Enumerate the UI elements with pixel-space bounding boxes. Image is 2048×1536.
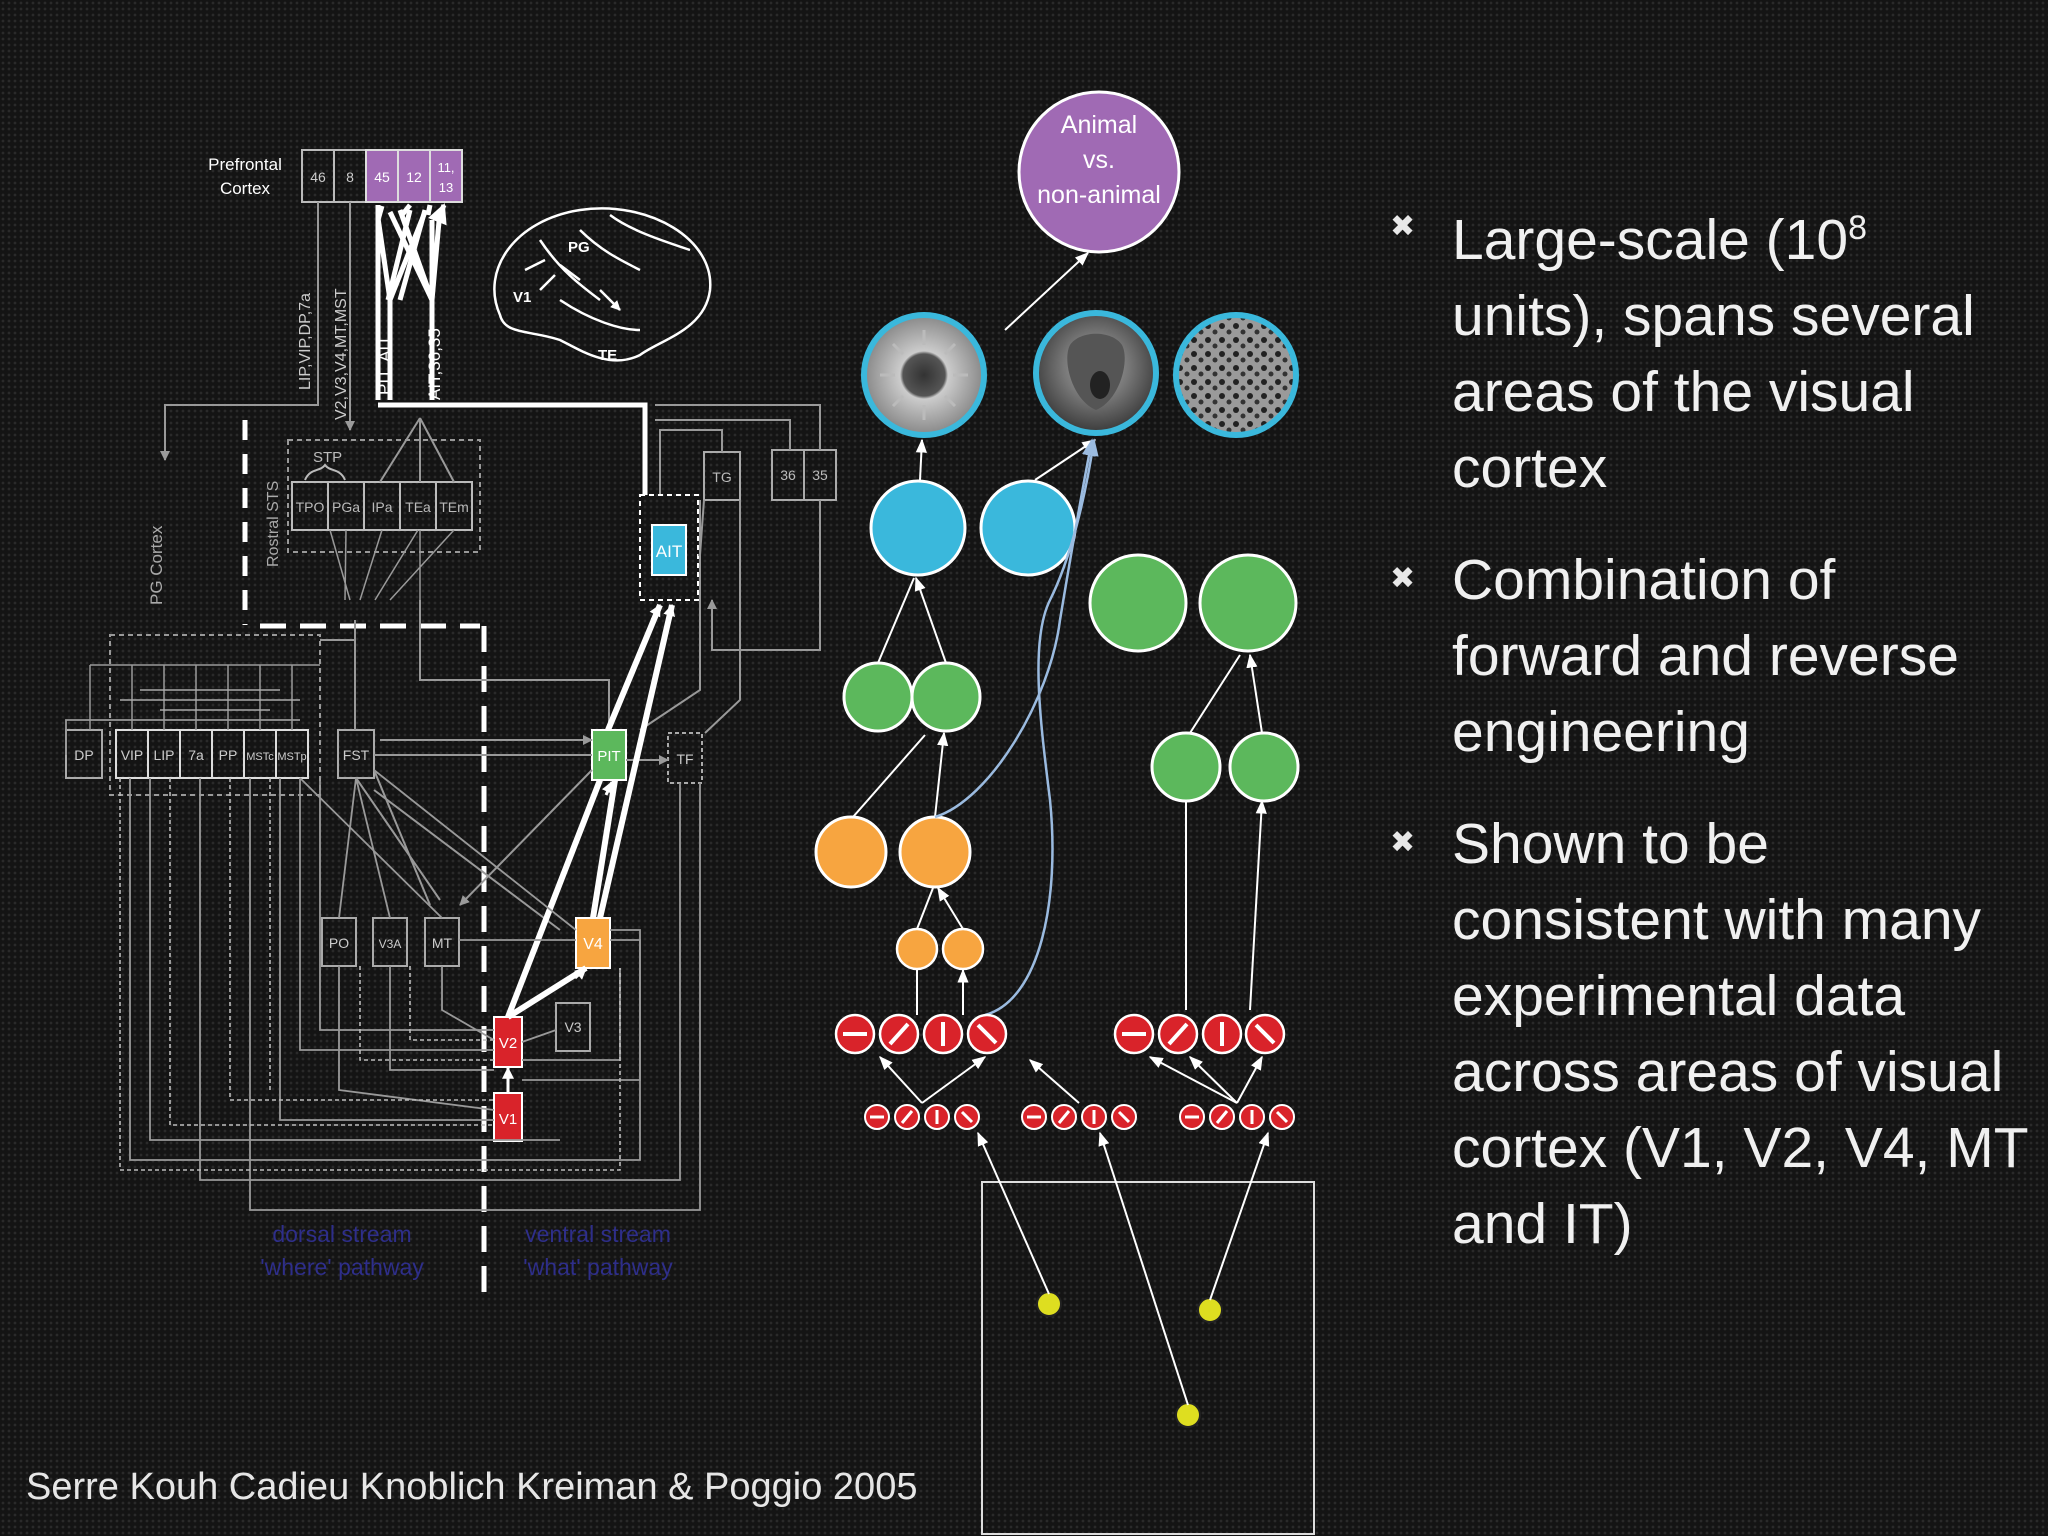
receptive-field-point (1036, 1291, 1062, 1317)
model-unit-orange (898, 815, 972, 889)
v4-label: V4 (583, 936, 603, 953)
bullet-text: Combination of forward and reverse engin… (1452, 548, 1959, 764)
sts-ipa: IPa (371, 499, 392, 515)
v3-area (555, 1002, 591, 1052)
model-unit-green (842, 661, 914, 733)
model-hierarchy: Animal vs. non-animal (814, 90, 1315, 1535)
v2-label: V2 (499, 1035, 517, 1052)
monkey-brain-sketch (493, 207, 712, 362)
tf-label: TF (676, 751, 693, 767)
ait-area[interactable] (651, 524, 687, 576)
ventral-pathway-label: 'what' pathway (523, 1254, 673, 1280)
simple-units-right (1113, 1013, 1286, 1055)
bullet-item: ✖ Combination of forward and reverse eng… (1390, 542, 2030, 770)
pit-area[interactable] (591, 729, 627, 781)
v3a-label: V3A (379, 937, 402, 951)
pit-label: PIT (597, 748, 620, 765)
model-unit-green (1228, 731, 1300, 803)
dorsal-pathway-label: 'where' pathway (260, 1254, 424, 1280)
animal-classifier-node (1017, 90, 1181, 254)
model-unit-orange (941, 927, 985, 971)
rostral-sts-label: Rostral STS (265, 481, 282, 567)
cortex-diagram: Prefrontal Cortex 46 8 45 12 11, 13 LIP,… (65, 149, 837, 1300)
model-unit-blue (869, 479, 967, 577)
ventral-stream-label: ventral stream (525, 1221, 671, 1247)
sts-pga: PGa (332, 499, 360, 515)
pf-area-45-label: 45 (374, 169, 390, 185)
fst-label: FST (343, 747, 370, 763)
bullet-marker-icon: ✖ (1390, 210, 1416, 243)
v2-mst-label: V2,V3,V4,MT,MST (333, 288, 350, 420)
dorsal-7a: 7a (188, 747, 204, 763)
bullet-item: ✖ Shown to be consistent with many exper… (1390, 806, 2030, 1262)
dorsal-lip: LIP (153, 747, 174, 763)
ait-group (639, 494, 699, 601)
dorsal-mstp: MSTp (277, 751, 306, 763)
classifier-label-2: vs. (1083, 146, 1115, 174)
dorsal-mstc: MSTc (246, 751, 274, 763)
cows-input-photo (982, 1182, 1314, 1534)
citation: Serre Kouh Cadieu Knoblich Kreiman & Pog… (26, 1466, 918, 1508)
model-unit-blue (979, 479, 1077, 577)
po-label: PO (329, 935, 349, 951)
bullet-text-after: units), spans several areas of the visua… (1452, 284, 1975, 500)
pf-area-46-label: 46 (310, 169, 326, 185)
pf-area-12-label: 12 (406, 169, 422, 185)
model-unit-green (1198, 553, 1298, 653)
sts-tpo: TPO (296, 499, 325, 515)
v3-label: V3 (564, 1019, 581, 1035)
bullet-list: ✖ Large-scale (108 units), spans several… (1390, 190, 2030, 1298)
dorsal-pp: PP (219, 747, 238, 763)
brain-pg-label: PG (568, 239, 590, 256)
brain-te-label: TE (598, 347, 617, 364)
v1-label: V1 (499, 1111, 517, 1128)
area-35-label: 35 (812, 467, 828, 483)
model-unit-green (1150, 731, 1222, 803)
sunflower-node (861, 312, 987, 438)
sts-tea: TEa (405, 499, 431, 515)
lion-node (1033, 310, 1159, 436)
dorsal-vip: VIP (121, 747, 144, 763)
stp-group (287, 439, 481, 553)
dorsal-dp: DP (74, 747, 93, 763)
model-unit-orange (895, 927, 939, 971)
model-unit-green (1088, 553, 1188, 653)
pf-area-11-label: 11, (437, 160, 454, 175)
dorsal-group (109, 634, 321, 796)
bullet-superscript: 8 (1848, 209, 1867, 247)
stp-label: STP (313, 449, 342, 466)
dorsal-stream-label: dorsal stream (272, 1221, 411, 1247)
input-units-row (864, 1104, 1295, 1130)
bullet-text: Large-scale (10 (1452, 208, 1849, 272)
prefrontal-label: Prefrontal (208, 155, 282, 174)
tg-label: TG (712, 469, 731, 485)
v4-area[interactable] (575, 917, 611, 969)
classifier-label-3: non-animal (1037, 181, 1161, 209)
receptive-field-point (1197, 1297, 1223, 1323)
receptive-field-point (1175, 1402, 1201, 1428)
classifier-label-1: Animal (1061, 111, 1137, 139)
bullet-marker-icon: ✖ (1390, 562, 1416, 595)
ait-label: AIT (656, 542, 682, 561)
bullet-marker-icon: ✖ (1390, 826, 1416, 859)
simple-units-left (834, 1013, 1008, 1055)
sts-tem: TEm (439, 499, 469, 515)
lip-vip-label: LIP,VIP,DP,7a (297, 293, 314, 390)
brain-v1-label: V1 (513, 289, 531, 306)
pg-cortex-label: PG Cortex (147, 525, 166, 605)
area-36-label: 36 (780, 467, 796, 483)
model-unit-orange (814, 815, 888, 889)
pf-area-13-label: 13 (439, 180, 453, 195)
model-unit-green (910, 661, 982, 733)
pf-area-8-label: 8 (346, 169, 354, 185)
leopard-node (1173, 312, 1299, 438)
bullet-item: ✖ Large-scale (108 units), spans several… (1390, 190, 2030, 506)
bullet-text: Shown to be consistent with many experim… (1452, 812, 2028, 1256)
prefrontal-label: Cortex (220, 179, 271, 198)
mt-label: MT (432, 935, 453, 951)
